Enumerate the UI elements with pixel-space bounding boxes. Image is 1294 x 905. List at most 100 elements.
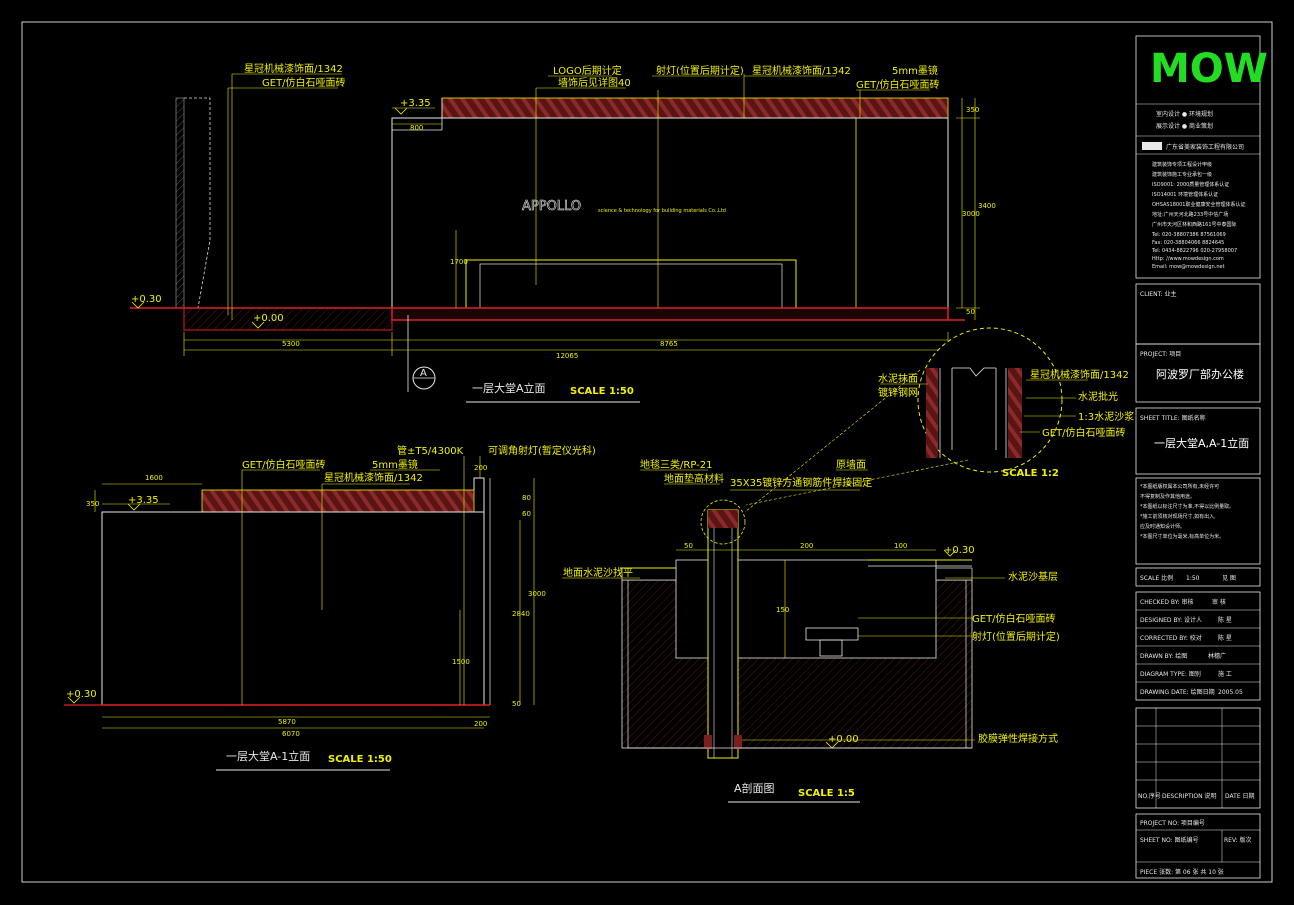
page-count: PIECE 张数: 第 06 张 共 10 张 <box>1140 868 1224 876</box>
title-block: MOW 室内设计 ● 环境规划 展示设计 ● 商业策划 广东省美家装饰工程有限公… <box>1135 35 1268 879</box>
note-4: 应及时通知设计师。 <box>1140 523 1185 530</box>
dim-b-2: 5870 <box>278 718 296 726</box>
dim-b-12: 50 <box>512 700 521 708</box>
level-c-floor: +0.00 <box>828 734 859 745</box>
label-c-3: 35X35镀锌方通钢筋件焊接固定 <box>730 476 872 489</box>
level-c-top: +0.30 <box>944 545 975 556</box>
info-6: 广州市天河区林和西路161号中泰国际 <box>1152 221 1237 228</box>
sheet-border <box>21 21 1273 883</box>
row-0-value: 1:50 <box>1186 575 1200 582</box>
row-5-extra: 施 工 <box>1218 670 1232 678</box>
label-c-9: 胶膜弹性焊接方式 <box>978 732 1058 745</box>
brand-logo-text: APPOLLO <box>522 199 581 214</box>
info-7: Tel: 020-38807386 87561069 <box>1151 232 1226 238</box>
label-c-2: 地面垫高材料 <box>664 472 724 485</box>
row-4-label: DRAWN BY: 绘图 <box>1140 652 1187 660</box>
drawing-c-title: A剖面图 <box>734 781 775 795</box>
label-c-5: 地面水泥沙找平 <box>563 566 633 579</box>
detail-label-4: 水泥批光 <box>1078 390 1118 403</box>
dim-a-2: 8765 <box>660 340 678 348</box>
sheet-no: SHEET NO: 图纸编号 <box>1140 836 1199 844</box>
row-6-label: DRAWING DATE: 绘图日期 <box>1140 688 1215 696</box>
rev-no-header: NO.序号 <box>1138 792 1161 800</box>
drawing-a-title: 一层大堂A立面 <box>472 381 546 395</box>
dim-b-1: 1600 <box>145 474 163 482</box>
elevation-a1: GET/仿白石哑面砖 5mm墨镜 星冠机械漆饰面/1342 管±T5/4300K… <box>64 444 596 771</box>
label-b-5: 可调角射灯(暂定仪光科) <box>488 444 596 457</box>
detail-label-5: 1:3水泥沙浆 <box>1078 410 1134 423</box>
slogan-1: 室内设计 ● 环境规划 <box>1156 110 1213 118</box>
level-a-floor: +0.00 <box>253 313 284 324</box>
dim-b-3: 6070 <box>282 730 300 738</box>
drawing-a-scale: SCALE 1:50 <box>570 386 634 397</box>
dim-b-4: 200 <box>474 720 487 728</box>
row-2-extra: 陈 星 <box>1218 616 1232 624</box>
reception-desk <box>465 259 797 309</box>
dim-b-5: 200 <box>474 464 487 472</box>
slogan-2: 展示设计 ● 商业策划 <box>1156 122 1213 130</box>
detail-scale: SCALE 1:2 <box>1002 468 1059 479</box>
info-0: 建筑装饰专项工程设计甲级 <box>1152 161 1212 168</box>
project-no: PROJECT NO: 项目编号 <box>1140 819 1205 827</box>
level-b-top: +3.35 <box>128 495 159 506</box>
row-1-label: CHECKED BY: 审核 <box>1140 598 1194 606</box>
row-5-label: DIAGRAM TYPE: 图别 <box>1140 670 1201 678</box>
dim-b-9: 3000 <box>528 590 546 598</box>
top-hatch-band-b <box>201 489 475 513</box>
floor-strip <box>391 307 949 321</box>
sheet-title-label: SHEET TITLE: 图纸名称 <box>1140 414 1206 422</box>
info-1: 建筑装饰施工专业承包一级 <box>1152 171 1212 178</box>
label-b-2: 5mm墨镜 <box>372 458 418 471</box>
label-a-3: LOGO后期计定 <box>553 64 622 77</box>
label-a-8: GET/仿白石哑面砖 <box>856 78 940 91</box>
level-b-left: +0.30 <box>66 689 97 700</box>
project-name: 阿波罗厂部办公楼 <box>1156 367 1244 381</box>
company-emblem-icon <box>1142 142 1162 150</box>
dim-a-7: 3400 <box>978 202 996 210</box>
row-2-label: DESIGNED BY: 设计人 <box>1140 616 1202 624</box>
section-a: 地毯三类/RP-21 地面垫高材料 35X35镀锌方通钢筋件焊接固定 原墙面 地… <box>562 458 1060 803</box>
level-a-left: +0.30 <box>131 294 162 305</box>
dim-c-1: 50 <box>684 542 693 550</box>
level-a-top: +3.35 <box>400 98 431 109</box>
label-a-6: 星冠机械漆饰面/1342 <box>752 64 851 77</box>
rev-date-header: DATE 日期 <box>1225 792 1255 800</box>
drawing-c-scale: SCALE 1:5 <box>798 788 855 799</box>
info-10: Http: //www.mowdesign.com <box>1152 256 1224 262</box>
label-a-7: 5mm墨镜 <box>892 64 938 77</box>
detail-circle: 水泥抹面 镀锌钢网 星冠机械漆饰面/1342 水泥批光 1:3水泥沙浆 GET/… <box>744 327 1134 513</box>
dim-a-9: 50 <box>966 308 975 316</box>
row-6-extra: 2005.05 <box>1218 689 1243 696</box>
dim-c-3: 100 <box>894 542 907 550</box>
company-name: 广东省美家装饰工程有限公司 <box>1166 143 1244 151</box>
steel-column <box>707 509 739 759</box>
dim-a-8: 350 <box>966 106 979 114</box>
dim-c-4: 150 <box>776 606 789 614</box>
top-hatch-band <box>441 97 949 119</box>
note-1: 不得复制及作其他用途。 <box>1140 493 1195 500</box>
dim-c-2: 200 <box>800 542 813 550</box>
info-3: ISO14001 环境管理体系认证 <box>1152 191 1218 198</box>
elevation-a: 星冠机械漆饰面/1342 GET/仿白石哑面砖 LOGO后期计定 墙饰后见详图4… <box>130 62 996 403</box>
rev-desc-header: DESCRIPTION 说明 <box>1162 792 1217 800</box>
info-11: Email: mow@mowdesign.net <box>1152 264 1225 270</box>
row-3-label: CORRECTED BY: 校对 <box>1140 634 1202 642</box>
section-marker-letter: A <box>420 368 427 379</box>
label-a-1: 星冠机械漆饰面/1342 <box>244 62 343 75</box>
label-c-1: 地毯三类/RP-21 <box>640 458 712 471</box>
row-0-label: SCALE 比例 <box>1140 574 1173 582</box>
detail-label-3: 星冠机械漆饰面/1342 <box>1030 368 1129 381</box>
detail-label-2: 镀锌钢网 <box>878 386 918 399</box>
sheet-title: 一层大堂A,A-1立面 <box>1154 436 1249 450</box>
label-b-4: 管±T5/4300K <box>397 444 464 457</box>
dim-a-3: 12065 <box>556 352 578 360</box>
info-5: 地址:广州天河北路233号中信广场 <box>1152 211 1228 218</box>
info-8: Fax: 020-38804066 8824645 <box>1152 240 1224 246</box>
dim-b-11: 60 <box>522 510 531 518</box>
note-2: *本图纸以标注尺寸为准,不得以比例量取。 <box>1140 503 1234 510</box>
dim-a-4: 800 <box>410 124 423 132</box>
detail-label-6: GET/仿白石哑面砖 <box>1042 426 1126 439</box>
drawing-b-scale: SCALE 1:50 <box>328 754 392 765</box>
label-a-2: GET/仿白石哑面砖 <box>262 76 346 89</box>
